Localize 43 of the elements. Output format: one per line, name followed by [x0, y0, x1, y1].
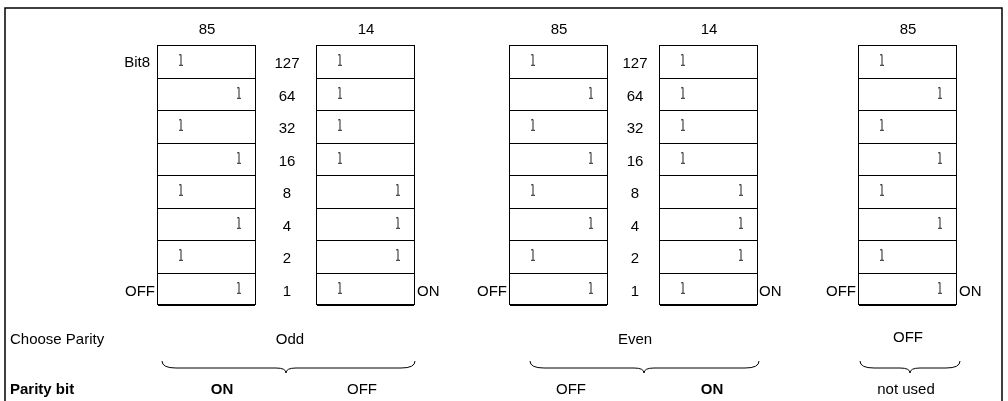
label-text: Even: [617, 330, 653, 346]
label-text: 32: [626, 119, 644, 135]
label-text: 64: [626, 87, 644, 102]
label-text: 4: [282, 217, 292, 232]
dip-switch: [316, 45, 415, 305]
label-text: 127: [622, 54, 648, 70]
label-text: OFF: [893, 328, 923, 344]
label-text: 1: [630, 282, 640, 297]
switch-caption: Bit8: [124, 53, 150, 69]
label-text: 32: [278, 119, 296, 135]
label-text: 2: [282, 249, 292, 265]
label-text: 4: [630, 217, 640, 232]
label-text: 16: [626, 152, 644, 167]
switch-caption: 85: [198, 20, 216, 36]
label-text: 8: [282, 184, 292, 200]
label-text: 16: [278, 152, 296, 167]
label-text: not used: [877, 380, 935, 396]
label-text: OFF: [556, 380, 586, 396]
switch-caption: OFF: [125, 282, 155, 297]
label-text: 8: [630, 184, 640, 200]
switch-caption: 14: [357, 20, 375, 36]
label-text: OFF: [347, 380, 377, 396]
switch-caption: ON: [417, 282, 440, 297]
dip-switch: [659, 45, 758, 305]
label-text: 2: [630, 249, 640, 265]
label-text: 127: [274, 54, 300, 70]
dip-switch: [157, 45, 256, 305]
label-text: 1: [282, 282, 292, 297]
switch-caption: ON: [759, 282, 782, 297]
dip-switch: [858, 45, 957, 305]
dip-switch: [509, 45, 608, 305]
label-text: Odd: [275, 330, 305, 346]
switch-caption: OFF: [477, 282, 507, 297]
label-text: Parity bit: [10, 380, 75, 396]
switch-caption: OFF: [826, 282, 856, 297]
label-text: ON: [700, 380, 724, 396]
switch-caption: 85: [550, 20, 568, 36]
switch-caption: ON: [959, 282, 982, 297]
label-text: 64: [278, 87, 296, 102]
switch-caption: 85: [899, 20, 917, 36]
label-text: Choose Parity: [10, 330, 105, 346]
label-text: ON: [210, 380, 234, 396]
switch-caption: 14: [700, 20, 718, 36]
